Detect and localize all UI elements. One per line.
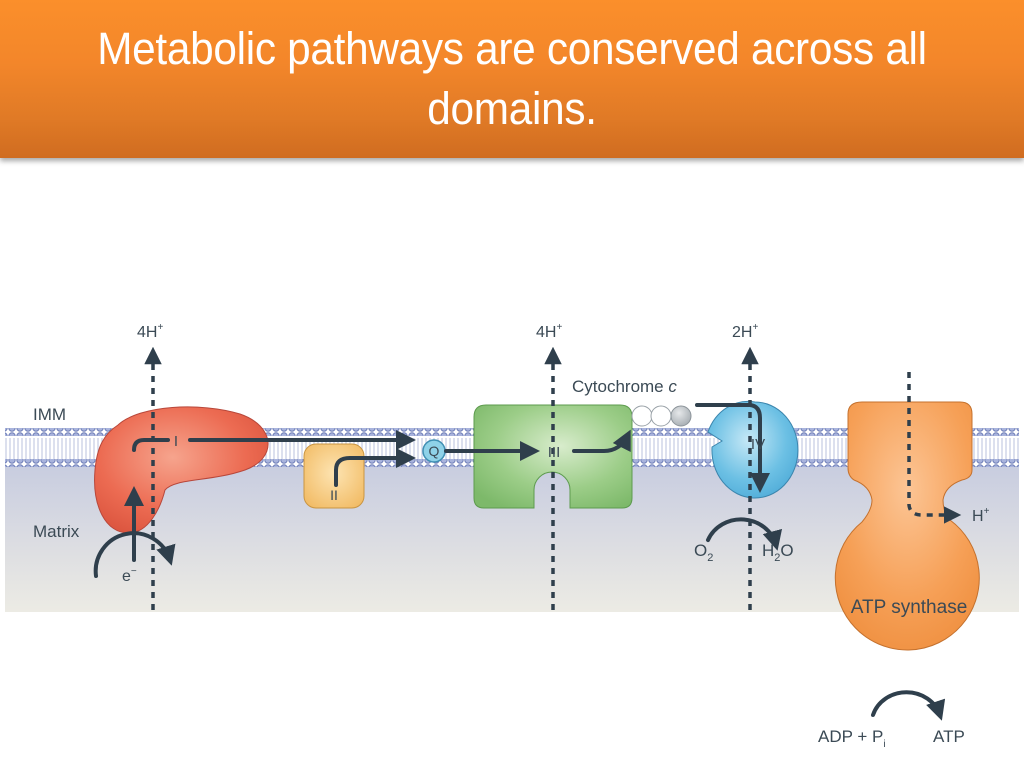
electron-flow-arrows: [93, 403, 946, 721]
cytochrome-c-label-italic: c: [668, 377, 677, 396]
imm-label: IMM: [33, 405, 66, 424]
oxygen-label: O2: [694, 541, 713, 564]
proton-charge: +: [157, 322, 163, 333]
atp-synthase-label: ATP synthase: [851, 597, 968, 618]
complex-4-proton-label: 2H+: [732, 322, 758, 341]
water-label: H2O: [762, 541, 794, 564]
adp-pi-label: ADP + Pi: [818, 727, 886, 750]
matrix-label: Matrix: [33, 522, 80, 541]
complex-3-label: III: [548, 444, 561, 461]
complex-2-label: II: [330, 487, 338, 503]
cytochrome-c: [631, 405, 692, 427]
slide-title-bar: Metabolic pathways are conserved across …: [0, 0, 1024, 158]
pi-subscript: i: [883, 739, 885, 750]
adp-text: ADP + P: [818, 727, 883, 746]
atp-synthase-proton-label: H+: [972, 506, 990, 525]
electron-symbol: e: [122, 568, 131, 585]
water-h: H: [762, 541, 774, 560]
proton-symbol: H: [972, 508, 984, 525]
electron-label: e−: [122, 566, 137, 585]
ubiquinone-label: Q: [429, 443, 440, 459]
cytochrome-c-label: Cytochrome c: [572, 377, 677, 396]
complex-1-proton-label: 4H+: [137, 322, 163, 341]
complex-3-proton-label: 4H+: [536, 322, 562, 341]
proton-paths: [144, 346, 962, 610]
proton-charge: +: [984, 506, 990, 517]
proton-count: 2H: [732, 324, 752, 341]
complex-4: [707, 400, 799, 499]
proton-count: 4H: [536, 324, 556, 341]
electron-transport-chain-diagram: I II Q III IV ATP synthase IMM Matrix Cy…: [0, 300, 1024, 768]
proton-charge: +: [752, 322, 758, 333]
water-o: O: [780, 541, 793, 560]
oxygen-subscript: 2: [707, 552, 713, 564]
complex-4-label: IV: [751, 436, 765, 453]
atp-label: ATP: [933, 727, 965, 746]
proton-charge: +: [556, 322, 562, 333]
slide-title: Metabolic pathways are conserved across …: [97, 23, 927, 134]
oxygen-symbol: O: [694, 541, 707, 560]
water-subscript: 2: [774, 552, 780, 564]
cytochrome-c-label-main: Cytochrome: [572, 377, 668, 396]
atp-synthase: [834, 401, 980, 651]
complex-1-label: I: [174, 433, 178, 450]
proton-count: 4H: [137, 324, 157, 341]
electron-charge: −: [131, 566, 137, 577]
